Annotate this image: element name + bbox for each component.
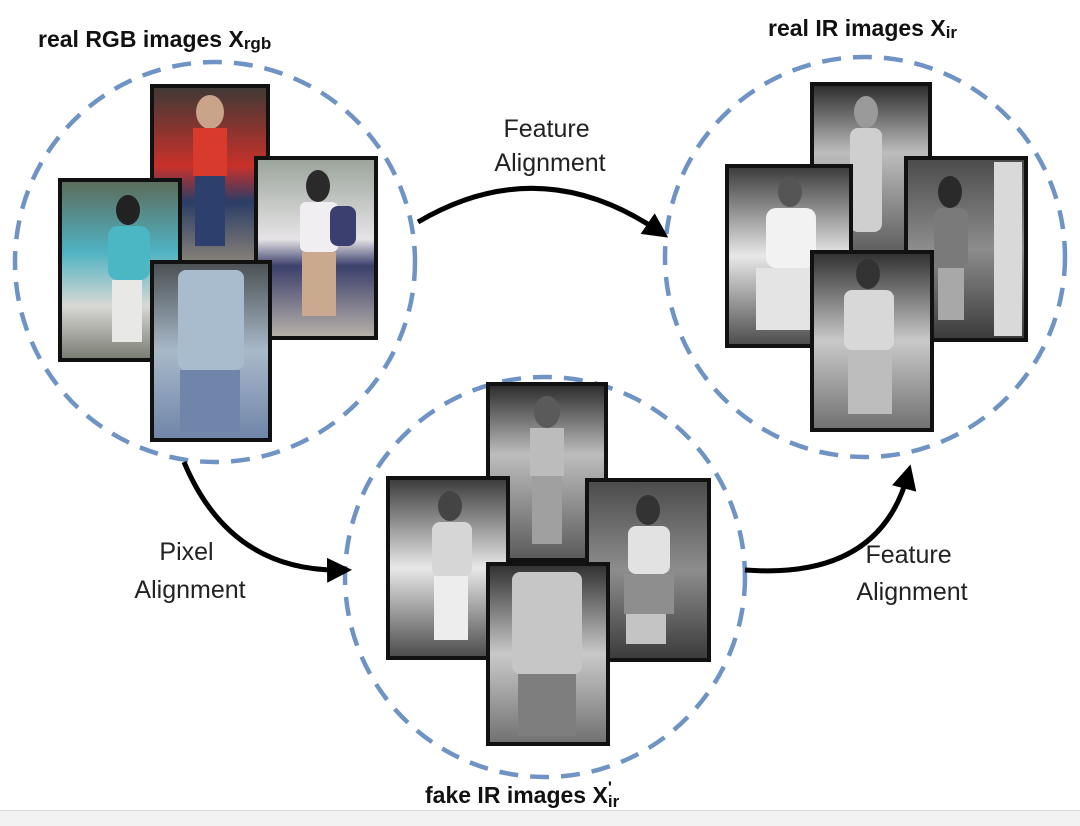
feature-alignment-top-caption: Feature Alignment	[494, 115, 605, 177]
feature-alignment-right-caption: Feature Alignment	[856, 541, 967, 606]
fake-ir-photo-4	[486, 562, 610, 746]
real-ir-image-group	[725, 82, 1028, 432]
fake-ir-label-main: fake IR images X	[425, 782, 608, 808]
fake-ir-label-sub: ir	[608, 792, 620, 811]
real-rgb-label-main: real RGB images X	[38, 26, 244, 52]
feature-alignment-arrow-right	[744, 464, 917, 574]
rgb-photo-1	[150, 84, 270, 266]
feature-alignment-arrow-top	[416, 185, 669, 238]
real-ir-group-circle	[662, 54, 1068, 460]
real-rgb-label-sub: rgb	[244, 34, 271, 53]
real-ir-label-main: real IR images X	[768, 15, 946, 41]
rgb-photo-4	[150, 260, 272, 442]
bottom-scrollbar-strip	[0, 810, 1080, 826]
rgb-photo-3	[254, 156, 378, 340]
fake-ir-label-sup: '	[608, 778, 612, 797]
feature-right-line-2: Alignment	[856, 578, 967, 606]
pixel-alignment-arrow	[181, 461, 352, 583]
rgb-image-group	[58, 84, 378, 442]
feature-top-line-2: Alignment	[494, 149, 605, 177]
rgb-group-circle	[12, 59, 418, 465]
pixel-line-1: Pixel	[159, 538, 213, 566]
real-rgb-images-label: real RGB images Xrgb	[38, 26, 271, 53]
pixel-alignment-caption: Pixel Alignment	[134, 538, 245, 604]
feature-right-line-1: Feature	[865, 541, 951, 569]
feature-top-line-1: Feature	[503, 115, 589, 143]
real-ir-images-label: real IR images Xir	[768, 15, 957, 42]
pixel-line-2: Alignment	[134, 576, 245, 604]
real-ir-label-sub: ir	[946, 23, 958, 42]
fake-ir-images-label: fake IR images X'ir	[425, 778, 620, 811]
fake-ir-image-group	[386, 382, 711, 746]
real-ir-photo-4	[810, 250, 934, 432]
